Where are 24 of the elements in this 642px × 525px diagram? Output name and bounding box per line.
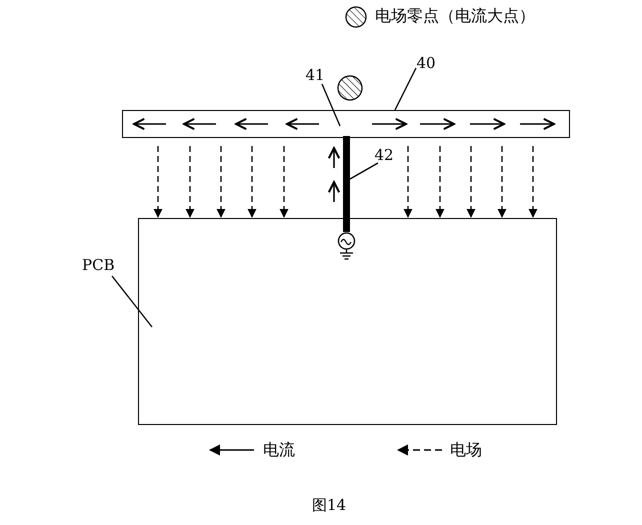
leader-line — [111, 276, 153, 328]
antenna-bar — [122, 110, 570, 138]
field-arrow — [466, 146, 476, 218]
legend-label: 电场零点（电流大点） — [375, 7, 535, 25]
leader-line — [350, 162, 378, 180]
field-arrow — [528, 146, 538, 218]
figure-caption: 图14 — [312, 496, 346, 514]
leader-line — [321, 84, 341, 126]
field-arrow — [216, 146, 226, 218]
callout-number: 40 — [416, 54, 436, 72]
leader-line — [394, 68, 417, 110]
board-box — [138, 218, 557, 425]
field-arrow — [497, 146, 507, 218]
callout-number: 41 — [305, 66, 325, 84]
field-arrow — [185, 146, 195, 218]
field-arrow — [403, 146, 413, 218]
field-arrow — [153, 146, 163, 218]
field-arrow — [435, 146, 445, 218]
part-label: PCB — [82, 256, 114, 274]
legend-label: 电流 — [263, 441, 295, 459]
field-arrow — [247, 146, 257, 218]
callout-number: 42 — [374, 146, 394, 164]
field-arrow — [279, 146, 289, 218]
legend-label: 电场 — [450, 441, 482, 459]
